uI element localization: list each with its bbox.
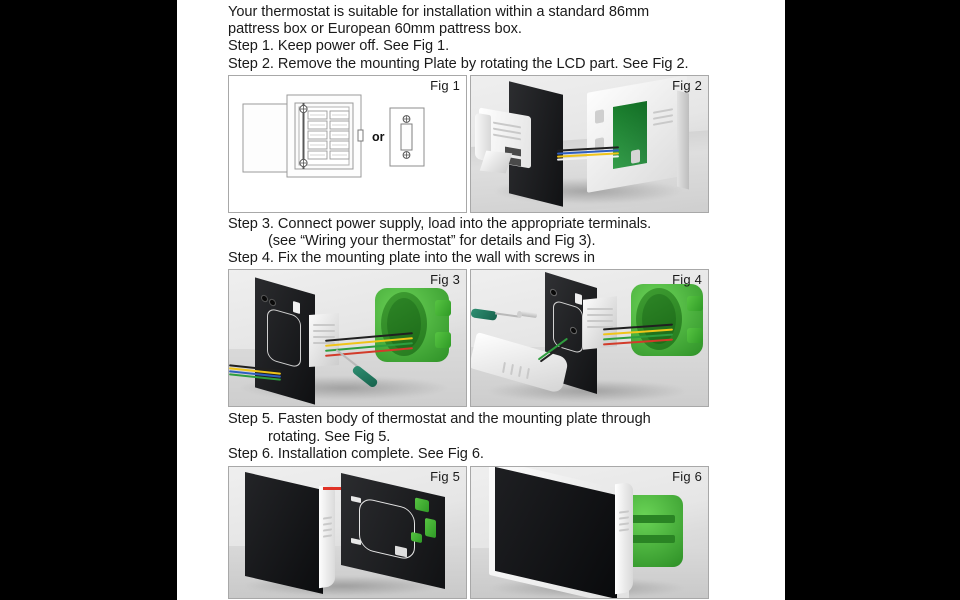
intro-line-1: Your thermostat is suitable for installa… (228, 4, 650, 20)
thermostat-side-bezel (615, 481, 633, 595)
figure-label-fig-1: Fig 1 (430, 77, 460, 93)
letterbox-left (0, 0, 177, 600)
screwdriver-handle (471, 308, 498, 322)
body-vent (587, 326, 613, 329)
body-vent (587, 314, 613, 317)
figure-3-photo (229, 270, 466, 407)
step-6-text: Step 6. Installation complete. See Fig 6… (228, 445, 484, 462)
steps-3-4-text-block: Step 3. Connect power supply, load into … (228, 213, 728, 268)
steps-5-6-text-block: Step 5. Fasten body of thermostat and th… (228, 407, 728, 463)
figure-fig-6: Fig 6 (470, 466, 709, 600)
instructions-content: Your thermostat is suitable for installa… (228, 0, 728, 600)
plate-side-wall (677, 90, 689, 190)
body-vent (313, 330, 335, 333)
terminal-connector (425, 517, 436, 539)
body-vent (587, 308, 613, 311)
body-vent (313, 336, 335, 339)
pattress-box-tab (435, 332, 451, 349)
pattress-box-tab (687, 328, 703, 344)
figure-row-3: Fig 5 (228, 466, 728, 600)
body-vent (313, 342, 335, 345)
step-5-continuation-text: rotating. See Fig 5. (268, 428, 391, 445)
body-vent (587, 320, 613, 323)
pattress-box-notch (631, 515, 675, 524)
step-1-text: Step 1. Keep power off. See Fig 1. (228, 38, 450, 55)
step-4-text: Step 4. Fix the mounting plate into the … (228, 250, 595, 267)
pattress-box-inner (387, 298, 421, 351)
figure-1-or-label: or (372, 129, 385, 144)
screwdriver-shaft (494, 312, 520, 319)
figure-fig-2: Fig 2 (470, 74, 709, 213)
intro-text-block: Your thermostat is suitable for installa… (228, 0, 728, 73)
figure-label-fig-5: Fig 5 (430, 469, 460, 485)
figure-row-2: Fig 3 (228, 269, 728, 408)
plate-screw-hole (631, 149, 640, 164)
step-3-note-text: (see “Wiring your thermostat” for detail… (268, 233, 596, 250)
figure-label-fig-6: Fig 6 (672, 469, 702, 485)
figure-5-photo (229, 467, 466, 599)
document-page: Your thermostat is suitable for installa… (177, 0, 785, 600)
pattress-box-tab (435, 300, 451, 317)
figure-fig-5: Fig 5 (228, 466, 467, 600)
figure-label-fig-4: Fig 4 (672, 272, 702, 288)
figure-6-photo (471, 467, 708, 599)
plate-window (293, 301, 300, 315)
plate-screw-hole (595, 109, 604, 124)
pattress-box-notch (631, 535, 675, 544)
thermostat-display (245, 472, 323, 595)
figure-2-photo (471, 75, 708, 212)
step-3-text: Step 3. Connect power supply, load into … (228, 215, 652, 232)
figure-fig-3: Fig 3 (228, 269, 467, 408)
letterbox-right (785, 0, 960, 600)
plate-cutout-outline (267, 307, 301, 370)
step-5-text: Step 5. Fasten body of thermostat and th… (228, 411, 651, 428)
figure-4-photo (471, 270, 708, 407)
body-vent (313, 324, 335, 327)
figure-fig-4: Fig 4 (470, 269, 709, 408)
figure-fig-1: Fig 1 (228, 74, 467, 213)
pattress-box-tab (687, 296, 703, 312)
breaker-panel-drawing (242, 94, 425, 178)
alignment-arrow (323, 487, 345, 491)
intro-line-2: pattress box or European 60mm pattress b… (228, 21, 522, 38)
step-2-text: Step 2. Remove the mounting Plate by rot… (228, 55, 689, 72)
figure-row-1: Fig 1 (228, 74, 728, 213)
screw (520, 311, 538, 319)
figure-label-fig-3: Fig 3 (430, 272, 460, 288)
figure-label-fig-2: Fig 2 (672, 77, 702, 93)
pcb-shadow (613, 100, 647, 169)
screw-head (517, 311, 522, 319)
